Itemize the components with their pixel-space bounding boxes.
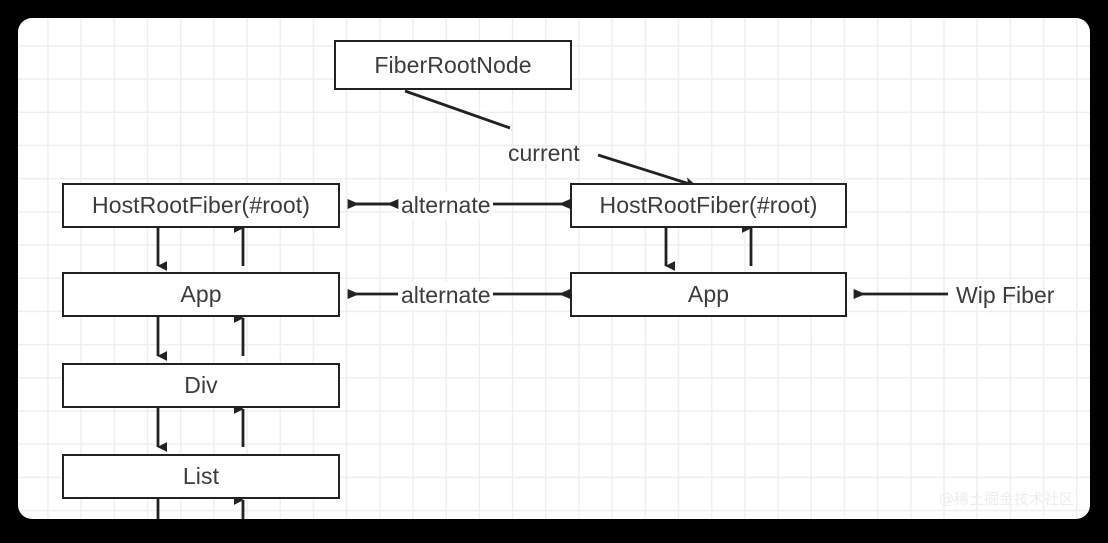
grid-background bbox=[18, 18, 1090, 519]
node-wip-host-root-fiber[interactable]: HostRootFiber(#root) bbox=[570, 183, 847, 228]
edge-label-alternate-middle: alternate bbox=[399, 282, 493, 309]
label-wip-fiber: Wip Fiber bbox=[956, 282, 1055, 308]
watermark: @稀土掘金技术社区 bbox=[938, 490, 1074, 508]
diagram-canvas: FiberRootNode HostRootFiber(#root) App D… bbox=[18, 18, 1090, 519]
node-current-div[interactable]: Div bbox=[62, 363, 340, 408]
node-current-host-root-fiber[interactable]: HostRootFiber(#root) bbox=[62, 183, 340, 228]
node-current-app[interactable]: App bbox=[62, 272, 340, 317]
edge-label-current: current bbox=[508, 140, 580, 166]
edge-label-alternate-top: alternate bbox=[399, 192, 493, 219]
node-fiber-root-node[interactable]: FiberRootNode bbox=[334, 40, 572, 90]
node-current-list[interactable]: List bbox=[62, 454, 340, 499]
connector-layer bbox=[156, 89, 948, 519]
edge-current bbox=[404, 89, 697, 188]
node-wip-app[interactable]: App bbox=[570, 272, 847, 317]
